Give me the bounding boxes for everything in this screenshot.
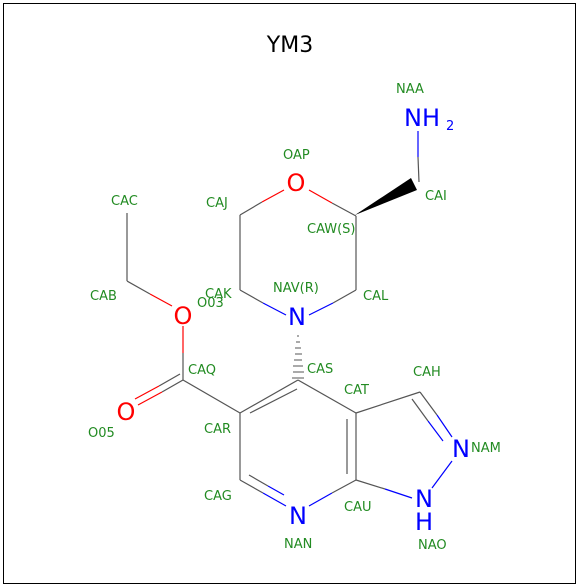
bond-caq-o05-b — [158, 373, 181, 387]
bond-oap-caw-o — [308, 189, 333, 204]
bond-caq-o05-a-o — [137, 391, 163, 406]
bond-oap-caw — [331, 202, 357, 217]
bond-cah-nam-n — [436, 414, 453, 438]
bond-cat-cah — [355, 391, 421, 414]
atom-label-o05: O05 — [88, 426, 115, 441]
atom-label-cas: CAS — [307, 362, 333, 377]
bond-cak-nav-n — [262, 302, 287, 316]
bond-cal-nav — [332, 289, 357, 304]
atom-label-cag: CAG — [204, 489, 232, 504]
atom-label-caq: CAQ — [188, 363, 216, 378]
bond-cal-nav-n — [308, 302, 334, 316]
bond-cah-nam-inner-n — [427, 420, 444, 442]
pyridine-nitrogen-symbol: N — [289, 502, 307, 530]
frame-border — [3, 3, 576, 584]
bond-cag-nan-inner-n — [267, 485, 285, 496]
bond-nam-nao — [431, 460, 453, 489]
bond-caq-o05-b-o — [134, 385, 160, 400]
bond-cas-cat — [297, 379, 357, 414]
pyrazole-nh-nitrogen-symbol: N — [415, 485, 433, 513]
atom-label-o03: O03 — [197, 296, 224, 311]
atom-label-oap: OAP — [283, 148, 310, 163]
bond-cab-o03 — [126, 280, 151, 295]
atom-label-caj: CAJ — [206, 196, 228, 211]
atom-label-nao: NAO — [418, 538, 447, 553]
atom-label-nav: NAV(R) — [273, 281, 319, 296]
bond-cau-nao — [355, 479, 386, 490]
bond-caq-car — [182, 379, 241, 414]
atom-label-naa: NAA — [396, 82, 424, 97]
bond-cau-nao-n — [384, 488, 413, 499]
pyrazole-nitrogen-symbol: N — [452, 435, 470, 463]
bond-caq-o05-a — [161, 379, 184, 393]
bond-cak-nav — [239, 289, 264, 304]
atom-label-cah: CAH — [413, 365, 441, 380]
atom-label-cal: CAL — [363, 289, 389, 304]
bond-cai-caw-wedge — [355, 178, 417, 215]
atom-label-cau: CAU — [344, 500, 372, 515]
atom-label-cac: CAC — [111, 194, 138, 209]
bond-cag-nan-inner — [248, 474, 269, 487]
atom-labels: NAA OAP CAC CAJ CAI CAW(S) CAB CAK O03 N… — [88, 82, 501, 553]
atom-label-cak: CAK — [205, 287, 232, 302]
atom-label-car: CAR — [204, 422, 231, 437]
bond-oap-caj-o — [261, 189, 285, 203]
atom-label-caw: CAW(S) — [307, 222, 356, 237]
bond-cab-o03-o — [149, 293, 173, 307]
ester-oxygen-symbol: O — [174, 302, 193, 330]
atom-label-cai: CAI — [425, 189, 447, 204]
bond-car-cas — [239, 379, 299, 414]
bond-cah-nam — [419, 391, 438, 416]
bond-car-cas-inner — [249, 388, 298, 414]
bond-nav-cas-hash — [292, 335, 304, 379]
bond-nan-cau — [331, 479, 357, 494]
bond-oap-caj — [239, 201, 263, 216]
ring-oxygen-symbol: O — [287, 169, 306, 197]
bond-nan-cau-n — [308, 492, 333, 507]
atom-label-cab: CAB — [90, 289, 117, 304]
carbonyl-oxygen-symbol: O — [117, 398, 136, 426]
bond-cah-nam-inner — [411, 398, 429, 422]
bond-cag-nan-n — [262, 492, 287, 507]
bond-naa-cai — [417, 156, 420, 183]
molecule-title: YM3 — [266, 33, 313, 58]
bonds — [126, 131, 453, 507]
element-symbols: NH 2 O N O O N N H N — [117, 104, 470, 536]
atom-label-nam: NAM — [471, 441, 501, 456]
amine-subscript: 2 — [446, 119, 454, 134]
bond-cag-nan — [239, 479, 264, 494]
atom-label-nan: NAN — [284, 537, 312, 552]
atom-label-cat: CAT — [344, 383, 369, 398]
ring-nitrogen-symbol: N — [288, 303, 306, 331]
pyrazole-nh-hydrogen-symbol: H — [415, 508, 433, 536]
amine-nh-symbol: NH — [404, 104, 440, 132]
